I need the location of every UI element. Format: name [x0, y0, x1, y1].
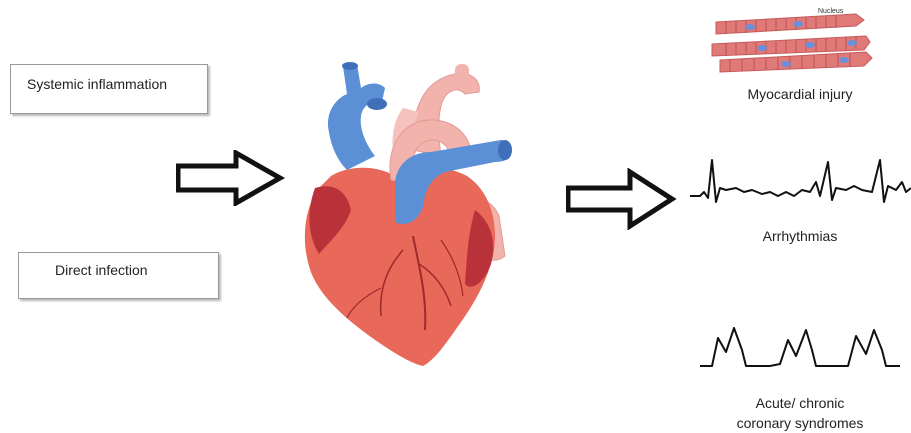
- arrhythmia-ecg-icon: [690, 152, 911, 208]
- nucleus-label: Nucleus: [818, 8, 843, 15]
- coronary-syndromes-line2: coronary syndromes: [700, 413, 900, 433]
- left-arrow-icon: [176, 150, 286, 206]
- systemic-inflammation-label: Systemic inflammation: [27, 76, 167, 92]
- arrhythmias-label: Arrhythmias: [700, 226, 900, 246]
- direct-infection-box: Direct infection: [18, 252, 219, 299]
- coronary-syndromes-line1: Acute/ chronic: [700, 393, 900, 413]
- systemic-inflammation-box: Systemic inflammation: [10, 64, 208, 114]
- coronary-syndromes-label: Acute/ chronic coronary syndromes: [700, 393, 900, 433]
- direct-infection-label: Direct infection: [55, 262, 148, 278]
- right-arrow-icon: [566, 168, 678, 230]
- coronary-ecg-icon: [700, 320, 900, 376]
- heart-illustration: [295, 60, 530, 370]
- myocardial-injury-label: Myocardial injury: [700, 84, 900, 104]
- muscle-fibers-illustration: [706, 6, 874, 78]
